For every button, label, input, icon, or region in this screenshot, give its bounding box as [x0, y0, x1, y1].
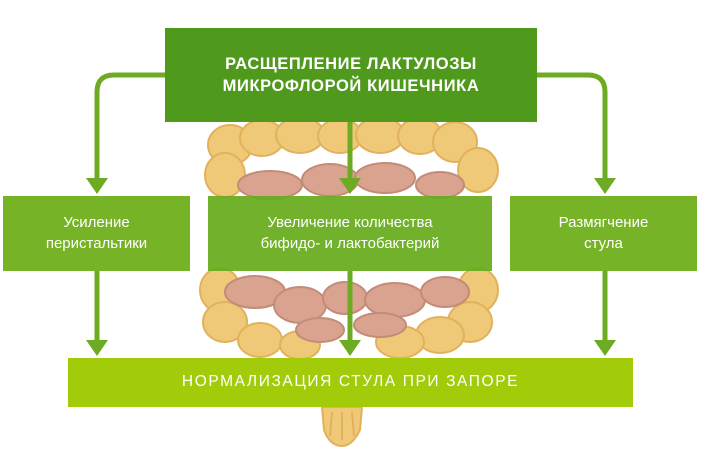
right-box-text: Размягчение стула [558, 214, 649, 252]
middle-box-text: Увеличение количества бифидо- и лактобак… [260, 214, 440, 252]
arrow-heads [86, 178, 616, 356]
arrowhead-left-bottom [86, 340, 108, 356]
top-box-text: РАСЩЕПЛЕНИЕ ЛАКТУЛОЗЫ МИКРОФЛОРОЙ КИШЕЧН… [222, 54, 480, 95]
large-intestine [199, 116, 499, 360]
right-box-stool-softening: Размягчение стула [510, 196, 697, 271]
flow-arrows [94, 72, 608, 342]
bottom-box-text: НОРМАЛИЗАЦИЯ СТУЛА ПРИ ЗАПОРЕ [181, 373, 520, 391]
arrowhead-right-top [594, 178, 616, 194]
middle-box-bacteria-increase: Увеличение количества бифидо- и лактобак… [208, 196, 492, 271]
arrowhead-right-bottom [594, 340, 616, 356]
arrowhead-middle-top [339, 178, 361, 194]
left-box-peristalsis: Усиление перистальтики [3, 196, 190, 271]
top-box-lactulose-breakdown: РАСЩЕПЛЕНИЕ ЛАКТУЛОЗЫ МИКРОФЛОРОЙ КИШЕЧН… [165, 28, 537, 122]
arrowhead-middle-bottom [339, 340, 361, 356]
arrow-top-to-left [94, 72, 165, 180]
left-box-text: Усиление перистальтики [45, 214, 148, 252]
small-intestine [224, 162, 470, 343]
bottom-box-normalization: НОРМАЛИЗАЦИЯ СТУЛА ПРИ ЗАПОРЕ [68, 358, 633, 407]
arrow-top-to-right [537, 72, 608, 180]
rectum [320, 406, 364, 448]
arrowhead-left-top [86, 178, 108, 194]
